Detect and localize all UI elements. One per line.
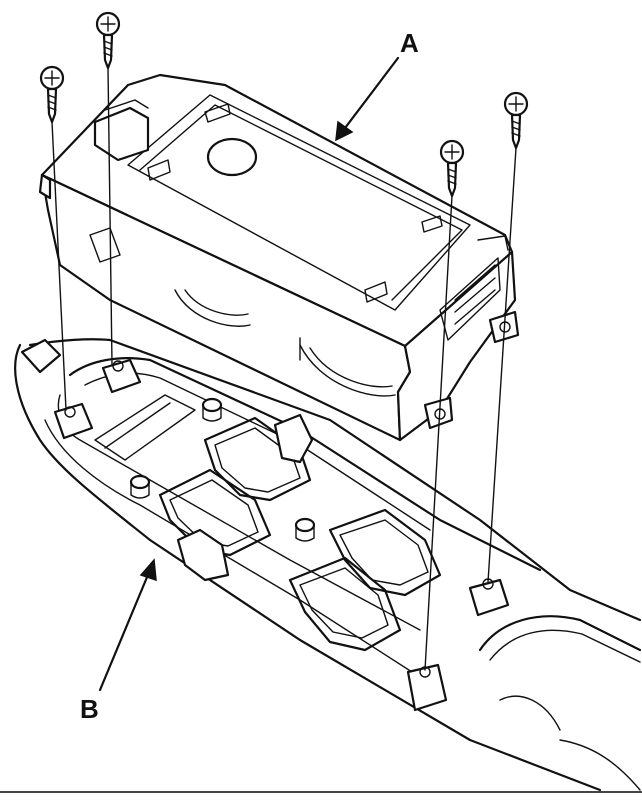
- callout-b: B: [80, 558, 157, 724]
- screw: [39, 65, 65, 124]
- callout-label-a: A: [400, 28, 419, 58]
- alignment-lines: [51, 67, 517, 671]
- screw: [503, 91, 529, 150]
- screw-boss: [468, 578, 510, 617]
- screw: [439, 139, 465, 198]
- screw-boss: [101, 358, 142, 394]
- door-armrest-panel: [14, 338, 642, 792]
- screw-boss: [53, 402, 94, 440]
- callout-a: A: [335, 28, 419, 142]
- screw: [95, 11, 121, 70]
- power-window-switch-assembly: [38, 73, 520, 442]
- callout-label-b: B: [80, 694, 99, 724]
- screw-boss: [406, 663, 448, 712]
